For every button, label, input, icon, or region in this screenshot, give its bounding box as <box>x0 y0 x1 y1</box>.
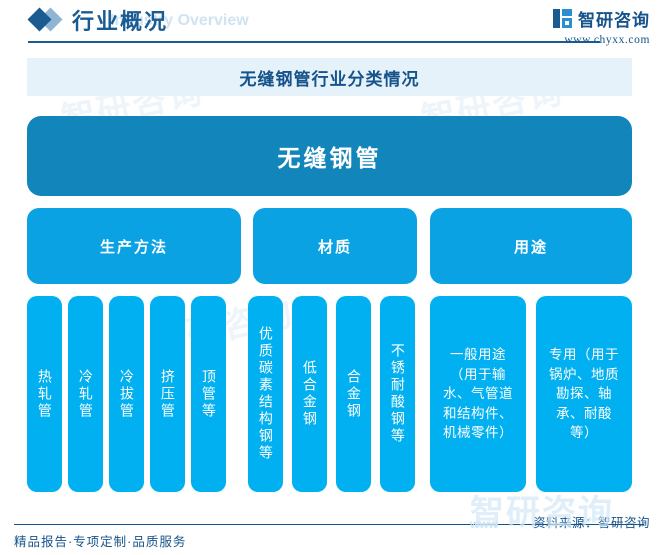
diagram-leaf-node: 挤压管 <box>150 296 185 492</box>
diagram-category-production-method: 生产方法 <box>27 208 241 284</box>
chart-title-text: 无缝钢管行业分类情况 <box>239 69 420 89</box>
diagram-leaf-node: 热轧管 <box>27 296 62 492</box>
brand-logo-icon <box>553 9 572 28</box>
diagram-leaf-node: 一般用途（用于输水、气管道和结构件、机械零件） <box>430 296 526 492</box>
diagram-leaf-node: 专用（用于锅炉、地质勘探、轴承、耐酸等） <box>536 296 632 492</box>
brand-url: www.chyxx.com <box>564 34 650 46</box>
brand-name: 智研咨询 <box>578 11 650 30</box>
diagram-leaf-node: 顶管等 <box>191 296 226 492</box>
footer-source: 资料来源：智研咨询 <box>532 516 650 530</box>
diagram-leaf-node: 不锈耐酸钢等 <box>380 296 415 492</box>
diagram-leaf-node: 低合金钢 <box>292 296 327 492</box>
header-divider <box>28 41 600 43</box>
page-header: Industry Overview 行业概况 智研咨询 www.chyxx.co… <box>0 0 658 52</box>
diagram-leaf-node: 合金钢 <box>336 296 371 492</box>
diagram-leaf-node: 优质碳素结构钢等 <box>248 296 283 492</box>
footer-tagline: 精品报告·专项定制·品质服务 <box>14 535 187 549</box>
header-title: 行业概况 <box>72 9 169 34</box>
brand-block: 智研咨询 www.chyxx.com <box>553 6 650 46</box>
diagram-category-usage: 用途 <box>430 208 632 284</box>
diagram-leaf-node: 冷拔管 <box>109 296 144 492</box>
header-subtitle: Industry Overview <box>110 12 249 29</box>
diamond-icon <box>27 7 70 32</box>
footer-divider <box>14 524 644 525</box>
diagram-root-node: 无缝钢管 <box>27 116 632 196</box>
diagram-category-material: 材质 <box>253 208 417 284</box>
chart-title-bar: 无缝钢管行业分类情况 <box>27 58 632 96</box>
diagram-leaf-node: 冷轧管 <box>68 296 103 492</box>
